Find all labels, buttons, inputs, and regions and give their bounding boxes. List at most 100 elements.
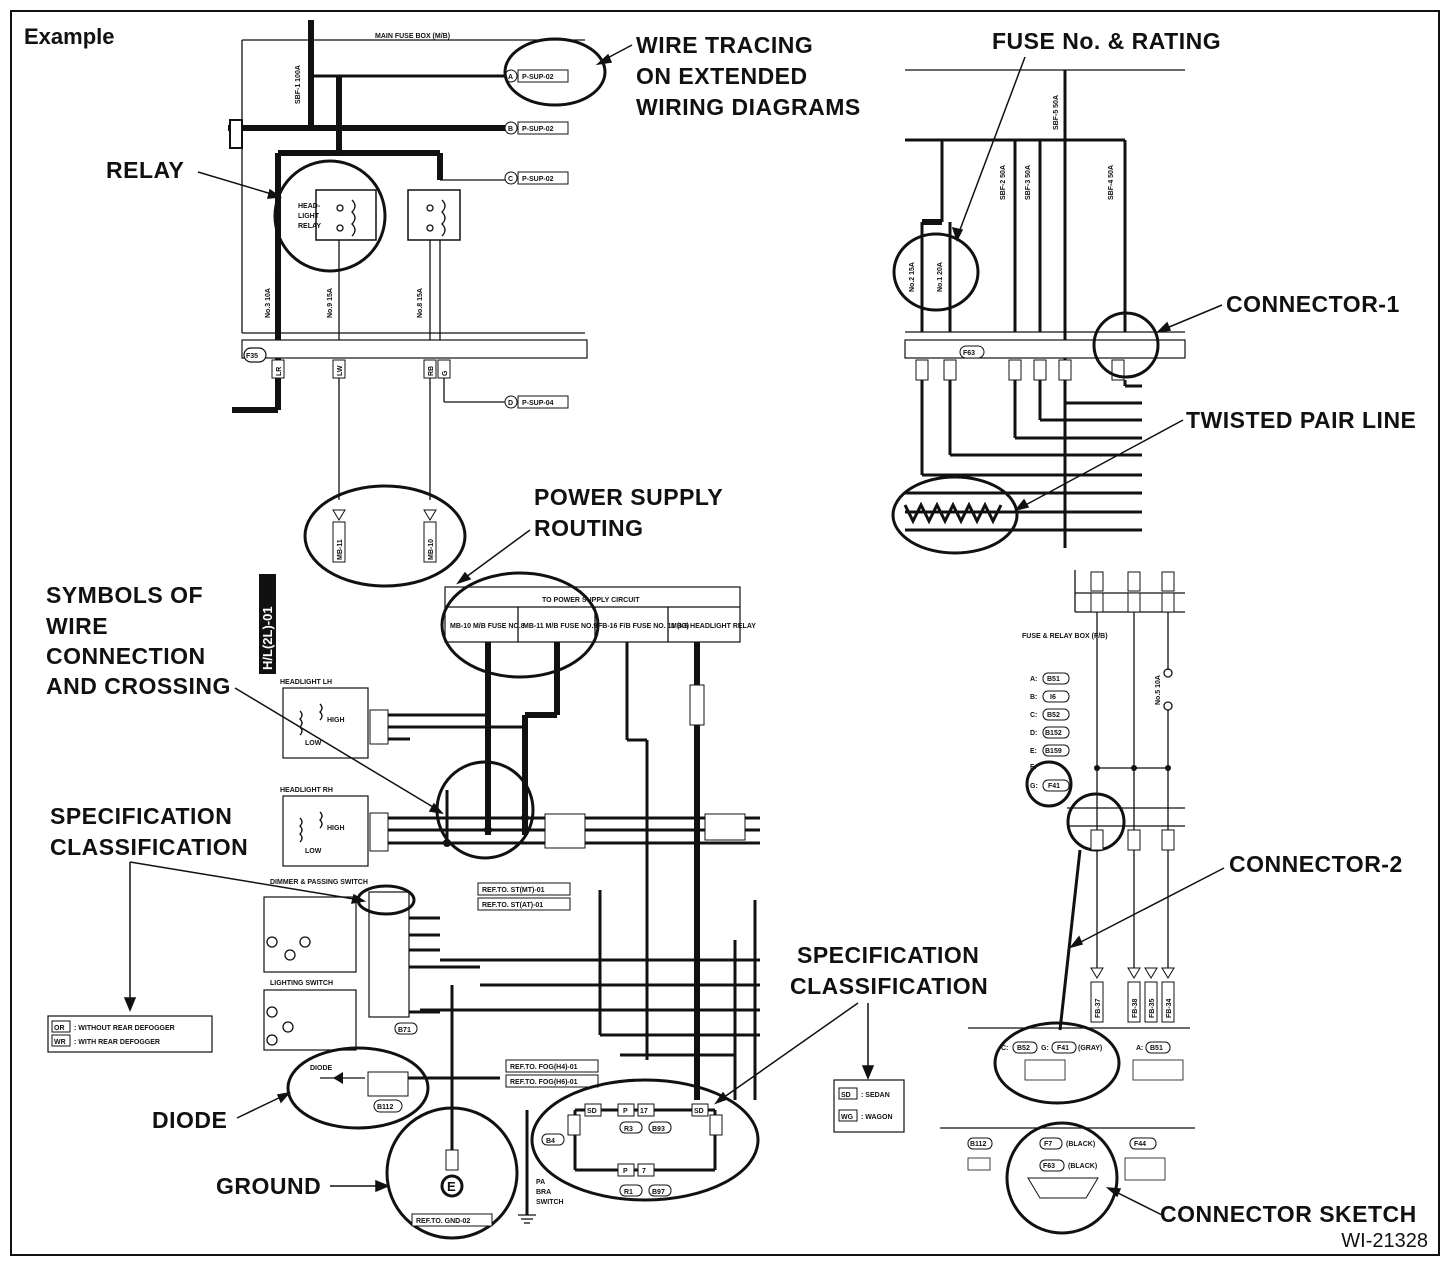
diode-highlight bbox=[286, 1046, 430, 1130]
right-p-sup-list bbox=[905, 380, 1142, 532]
mb11-label: MB-11 bbox=[337, 539, 344, 560]
fuse-relay-box-section: No.5 10A FUSE & RELAY BOX (F/B) A: B51 B… bbox=[940, 570, 1195, 1235]
main-fuse-box-label: MAIN FUSE BOX (M/B) bbox=[375, 33, 450, 40]
svg-text:HEAD-: HEAD- bbox=[298, 203, 321, 210]
svg-text:SD: SD bbox=[694, 1108, 704, 1115]
fb34-label: FB-34 bbox=[1166, 998, 1173, 1018]
callout-connector-2: CONNECTOR-2 bbox=[1229, 851, 1403, 877]
ref-fog-h6: REF.TO. FOG(H6)-01 bbox=[510, 1079, 578, 1086]
callout-symbols-3: CONNECTION bbox=[46, 643, 206, 669]
callout-power-supply-1: POWER SUPPLY bbox=[534, 484, 723, 510]
conn-b93: B93 bbox=[652, 1126, 665, 1133]
legend-sd-code: SD bbox=[841, 1092, 851, 1099]
legend-wg-code: WG bbox=[841, 1114, 854, 1121]
svg-text:B112: B112 bbox=[970, 1141, 986, 1148]
connector-f41-highlight bbox=[1025, 760, 1073, 808]
spec-classification-highlight-mid bbox=[530, 1078, 760, 1202]
callout-spec-left-1: SPECIFICATION bbox=[50, 803, 232, 829]
svg-text:C:: C: bbox=[1001, 1045, 1008, 1052]
p-sup-b-label: P-SUP-02 bbox=[522, 126, 554, 133]
fb-sub-g-conn: F41 bbox=[1048, 783, 1060, 790]
conn-r3: R3 bbox=[624, 1126, 633, 1133]
headlight-circuit: H/L(2L)-01 TO POWER SUPPLY CIRCUIT MB-10… bbox=[259, 571, 760, 1240]
callout-wire-tracing-1: WIRE TRACING bbox=[636, 32, 813, 58]
callout-spec-left-2: CLASSIFICATION bbox=[50, 834, 248, 860]
svg-text:17: 17 bbox=[640, 1108, 648, 1115]
callouts: WIRE TRACING ON EXTENDED WIRING DIAGRAMS… bbox=[46, 28, 1417, 1227]
wire-g: G bbox=[442, 370, 449, 376]
wire-lr: LR bbox=[276, 367, 283, 376]
svg-text:(BLACK): (BLACK) bbox=[1066, 1141, 1095, 1148]
p-sup-d-label: P-SUP-04 bbox=[522, 400, 554, 407]
legend-wg-text: : WAGON bbox=[861, 1114, 893, 1121]
fuse-relay-box-label: FUSE & RELAY BOX (F/B) bbox=[1022, 633, 1108, 640]
callout-spec-mid-1: SPECIFICATION bbox=[797, 942, 979, 968]
conn-b4: B4 bbox=[546, 1138, 555, 1145]
callout-connector-sketch: CONNECTOR SKETCH bbox=[1160, 1201, 1417, 1227]
svg-text:F7: F7 bbox=[1044, 1141, 1052, 1148]
svg-text:F63: F63 bbox=[963, 350, 975, 357]
fb35-label: FB-35 bbox=[1149, 998, 1156, 1018]
fb-sub-e-conn: B159 bbox=[1045, 748, 1062, 755]
callout-power-supply-2: ROUTING bbox=[534, 515, 644, 541]
fb-sub-c-conn: B52 bbox=[1047, 712, 1060, 719]
fuse-no9-label: No.9 15A bbox=[327, 288, 334, 318]
legend-wr-code: WR bbox=[54, 1039, 66, 1046]
fuse-sbf3-label: SBF-3 50A bbox=[1025, 165, 1032, 200]
legend-mid: SD : SEDAN WG : WAGON bbox=[833, 1079, 905, 1133]
svg-text:G:: G: bbox=[1041, 1045, 1049, 1052]
callout-spec-mid-2: CLASSIFICATION bbox=[790, 973, 988, 999]
fuse-sbf4-label: SBF-4 50A bbox=[1108, 165, 1115, 200]
page-tag: H/L(2L)-01 bbox=[260, 606, 275, 670]
svg-text:7: 7 bbox=[642, 1168, 646, 1175]
p-sup-c-label: P-SUP-02 bbox=[522, 176, 554, 183]
wire-rb: RB bbox=[428, 366, 435, 376]
dimmer-switch-label: DIMMER & PASSING SWITCH bbox=[270, 879, 368, 886]
svg-text:B52: B52 bbox=[1017, 1045, 1030, 1052]
svg-text:(GRAY): (GRAY) bbox=[1078, 1045, 1102, 1052]
svg-text:BRA: BRA bbox=[536, 1189, 551, 1196]
ref-st-at: REF.TO. ST(AT)-01 bbox=[482, 902, 543, 909]
svg-text:B71: B71 bbox=[398, 1027, 411, 1034]
callout-wire-tracing-2: ON EXTENDED bbox=[636, 63, 808, 89]
fuse-sbf5-label: SBF-5 50A bbox=[1053, 95, 1060, 130]
connector-sketch-highlight bbox=[1005, 1121, 1119, 1235]
fb-terminals: FB-37 FB-38 FB-35 FB-34 bbox=[1090, 967, 1175, 1023]
mb-terminal-highlight bbox=[303, 484, 467, 588]
wire-tracing-highlight bbox=[503, 37, 607, 107]
fb-sub-c: C: bbox=[1030, 712, 1037, 719]
p-sup-a: A P-SUP-02 bbox=[504, 69, 569, 83]
headlight-lh-label: HEADLIGHT LH bbox=[280, 679, 332, 686]
twisted-pair-highlight bbox=[891, 475, 1019, 555]
ps-cell-3: FB-16 F/B FUSE NO. 11 (IG) bbox=[598, 623, 689, 630]
svg-text:F63: F63 bbox=[1043, 1163, 1055, 1170]
svg-text:HIGH: HIGH bbox=[327, 825, 345, 832]
fuse-rating-highlight bbox=[892, 232, 980, 312]
svg-text:HIGH: HIGH bbox=[327, 717, 345, 724]
p-sup-a-letter: A bbox=[508, 74, 513, 81]
svg-text:P: P bbox=[623, 1108, 628, 1115]
p-sup-b-letter: B bbox=[508, 126, 513, 133]
ref-st-mt: REF.TO. ST(MT)-01 bbox=[482, 887, 545, 894]
lighting-switch-label: LIGHTING SWITCH bbox=[270, 980, 333, 987]
callout-fuse-rating: FUSE No. & RATING bbox=[992, 28, 1221, 54]
callout-twisted-pair: TWISTED PAIR LINE bbox=[1186, 407, 1416, 433]
fuse-no8-label: No.8 15A bbox=[417, 288, 424, 318]
headlight-relay-rh bbox=[407, 189, 461, 241]
fuse-no5-label: No.5 10A bbox=[1155, 675, 1162, 705]
fuse-sbf1-label: SBF-1 100A bbox=[295, 65, 302, 104]
conn-b97: B97 bbox=[652, 1189, 665, 1196]
p-sup-b: B P-SUP-02 bbox=[504, 121, 569, 135]
example-label: Example bbox=[24, 24, 115, 49]
svg-text:P: P bbox=[623, 1168, 628, 1175]
fuse-no3-label: No.3 10A bbox=[265, 288, 272, 318]
fb-sub-a-conn: B51 bbox=[1047, 676, 1060, 683]
callout-relay: RELAY bbox=[106, 157, 184, 183]
fuse-no1-label: No.1 20A bbox=[937, 262, 944, 292]
ps-cell-4: MB-5 HEADLIGHT RELAY bbox=[671, 623, 756, 630]
fuse-no2-label: No.2 15A bbox=[909, 262, 916, 292]
callout-arrows bbox=[123, 44, 1225, 1216]
fb-sub-e: E: bbox=[1030, 748, 1037, 755]
p-sup-c: C P-SUP-02 bbox=[504, 171, 569, 185]
power-supply-table bbox=[444, 586, 741, 643]
